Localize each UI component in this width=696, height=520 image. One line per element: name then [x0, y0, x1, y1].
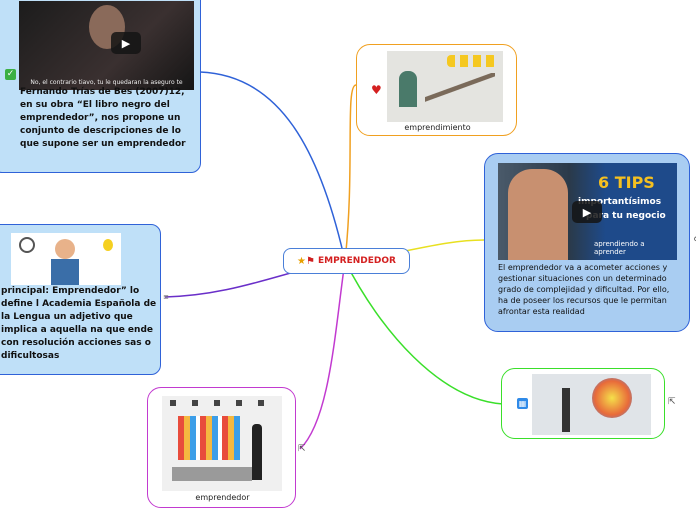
bulb-shape: [592, 378, 632, 418]
node-trias-de-bes[interactable]: ▶ No, el contrario tiavo, tu le quedaran…: [0, 0, 201, 173]
heart-icon: ♥: [371, 83, 382, 97]
video-title-line3: para tu negocio: [586, 211, 666, 221]
presenter-figure: [508, 169, 568, 260]
video-title-line1: 6 TIPS: [598, 173, 655, 192]
central-topic[interactable]: ★ ⚑ EMPRENDEDOR: [283, 248, 410, 274]
city-skyline: [172, 467, 252, 481]
external-link-icon[interactable]: ⇱: [668, 397, 676, 407]
node-caption: emprendedor: [195, 493, 250, 502]
node-tips-negocio[interactable]: 6 TIPS importantísimos para tu negocio a…: [484, 153, 696, 332]
businessman-figure: [252, 424, 262, 480]
node-emprendedor[interactable]: emprendedor ⇱: [147, 387, 306, 508]
person-body: [51, 259, 79, 285]
colorful-bulb-image: [532, 374, 651, 435]
connector-bottom-right: [344, 260, 504, 405]
connector-top-left: [199, 71, 346, 262]
stairs-bulbs-image: [387, 51, 503, 122]
video-thumbnail[interactable]: 6 TIPS importantísimos para tu negocio a…: [498, 163, 677, 260]
flag-icon: ⚑: [306, 255, 315, 267]
bulb-icon: [103, 239, 113, 251]
node-emprendimiento[interactable]: emprendimiento ♥: [356, 44, 517, 136]
video-thumbnail[interactable]: ▶ No, el contrario tiavo, tu le quedaran…: [19, 1, 194, 90]
sitting-man: [399, 71, 417, 107]
node-text: El emprendedor va a acometer acciones y …: [498, 263, 670, 316]
link-icon[interactable]: ⚲: [693, 236, 696, 246]
person-figure: [55, 239, 75, 259]
connector-bottom-left: [299, 260, 346, 450]
star-eyes-emoji-icon: ★: [297, 255, 306, 267]
node-rae-definition[interactable]: principal: Emprendedor” lo define l Acad…: [0, 224, 169, 375]
external-link-icon[interactable]: ⇱: [298, 444, 306, 454]
check-icon: ✓: [5, 69, 16, 80]
play-icon[interactable]: ▶: [111, 32, 141, 54]
play-icon[interactable]: ▶: [572, 201, 602, 223]
chart-sketch: [178, 416, 240, 460]
central-topic-label: EMPRENDEDOR: [317, 256, 396, 266]
multitasking-man-image: [11, 233, 121, 285]
business-drawing-image: [162, 396, 282, 491]
node-caption: emprendimiento: [404, 123, 471, 132]
video-subtitle: No, el contrario tiavo, tu le quedaran l…: [30, 79, 183, 86]
node-bulb-idea[interactable]: ▦ ⇱: [501, 368, 676, 439]
connector-top-right: [344, 84, 357, 262]
video-footer: aprendiendo a aprender: [594, 240, 645, 256]
ceiling-lamps: [170, 400, 274, 406]
clock-icon: [19, 237, 35, 253]
video-title-line2: importantísimos: [578, 197, 662, 207]
man-figure: [562, 388, 570, 432]
node-text: Fernando Trías de Bes (2007)12, en su ob…: [20, 87, 186, 149]
stair-steps: [425, 73, 495, 107]
node-text: principal: Emprendedor” lo define l Acad…: [1, 286, 157, 361]
menu-icon[interactable]: ≡: [163, 293, 169, 301]
grid-icon: ▦: [517, 398, 528, 409]
bulb-row: [447, 55, 497, 67]
